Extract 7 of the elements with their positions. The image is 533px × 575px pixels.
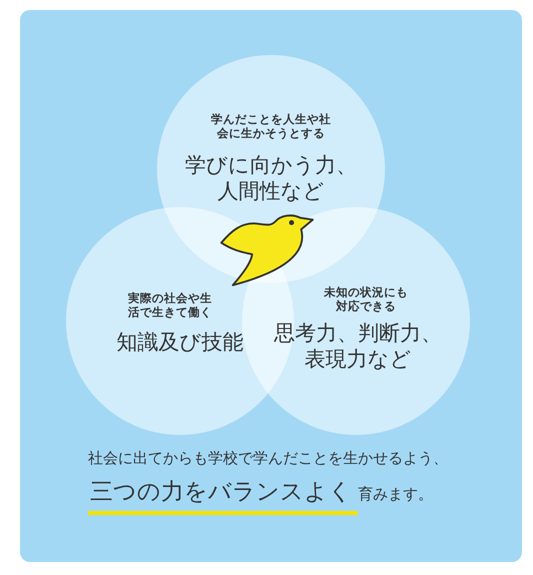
caption-text: 社会に出てからも学校で学んだことを生かせるよう、三つの力をバランスよく育みます。 bbox=[88, 448, 480, 516]
circle-subtitle: 未知の状況にも対応できる bbox=[323, 285, 409, 314]
circle-heading: 知識及び技能 bbox=[116, 329, 244, 356]
circle-heading: 学びに向かう力、人間性など bbox=[184, 152, 358, 204]
circle-subtitle: 実際の社会や生活で生きて働く bbox=[127, 291, 213, 320]
circle-subtitle: 学んだことを人生や社会に生かそうとする bbox=[210, 112, 332, 141]
circle-heading: 思考力、判断力、表現力など bbox=[273, 320, 443, 372]
